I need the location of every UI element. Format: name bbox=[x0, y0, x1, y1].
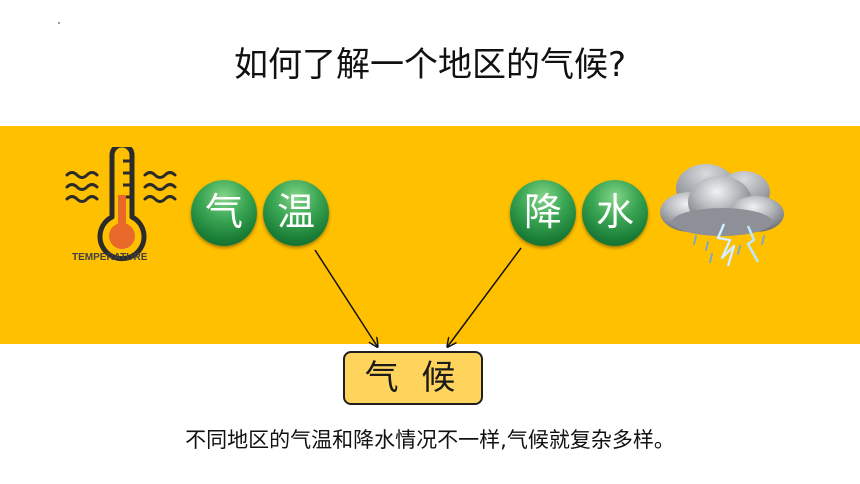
arrow-from-temperature bbox=[314, 249, 377, 346]
thermometer-icon bbox=[65, 147, 177, 262]
factor-circle-jiang: 降 bbox=[510, 180, 576, 246]
factor-circle-wen: 温 bbox=[263, 180, 329, 246]
storm-cloud-icon bbox=[660, 164, 784, 267]
caption-text: 不同地区的气温和降水情况不一样,气候就复杂多样。 bbox=[185, 428, 675, 452]
decorative-dot bbox=[58, 22, 60, 24]
factor-circle-qi: 气 bbox=[191, 180, 257, 246]
climate-box: 气 候 bbox=[343, 351, 483, 405]
arrow-from-precipitation bbox=[448, 247, 522, 346]
temperature-label: TEMPERATURE bbox=[72, 252, 148, 263]
factor-circle-shui: 水 bbox=[582, 180, 648, 246]
slide-title: 如何了解一个地区的气候? bbox=[233, 45, 627, 85]
